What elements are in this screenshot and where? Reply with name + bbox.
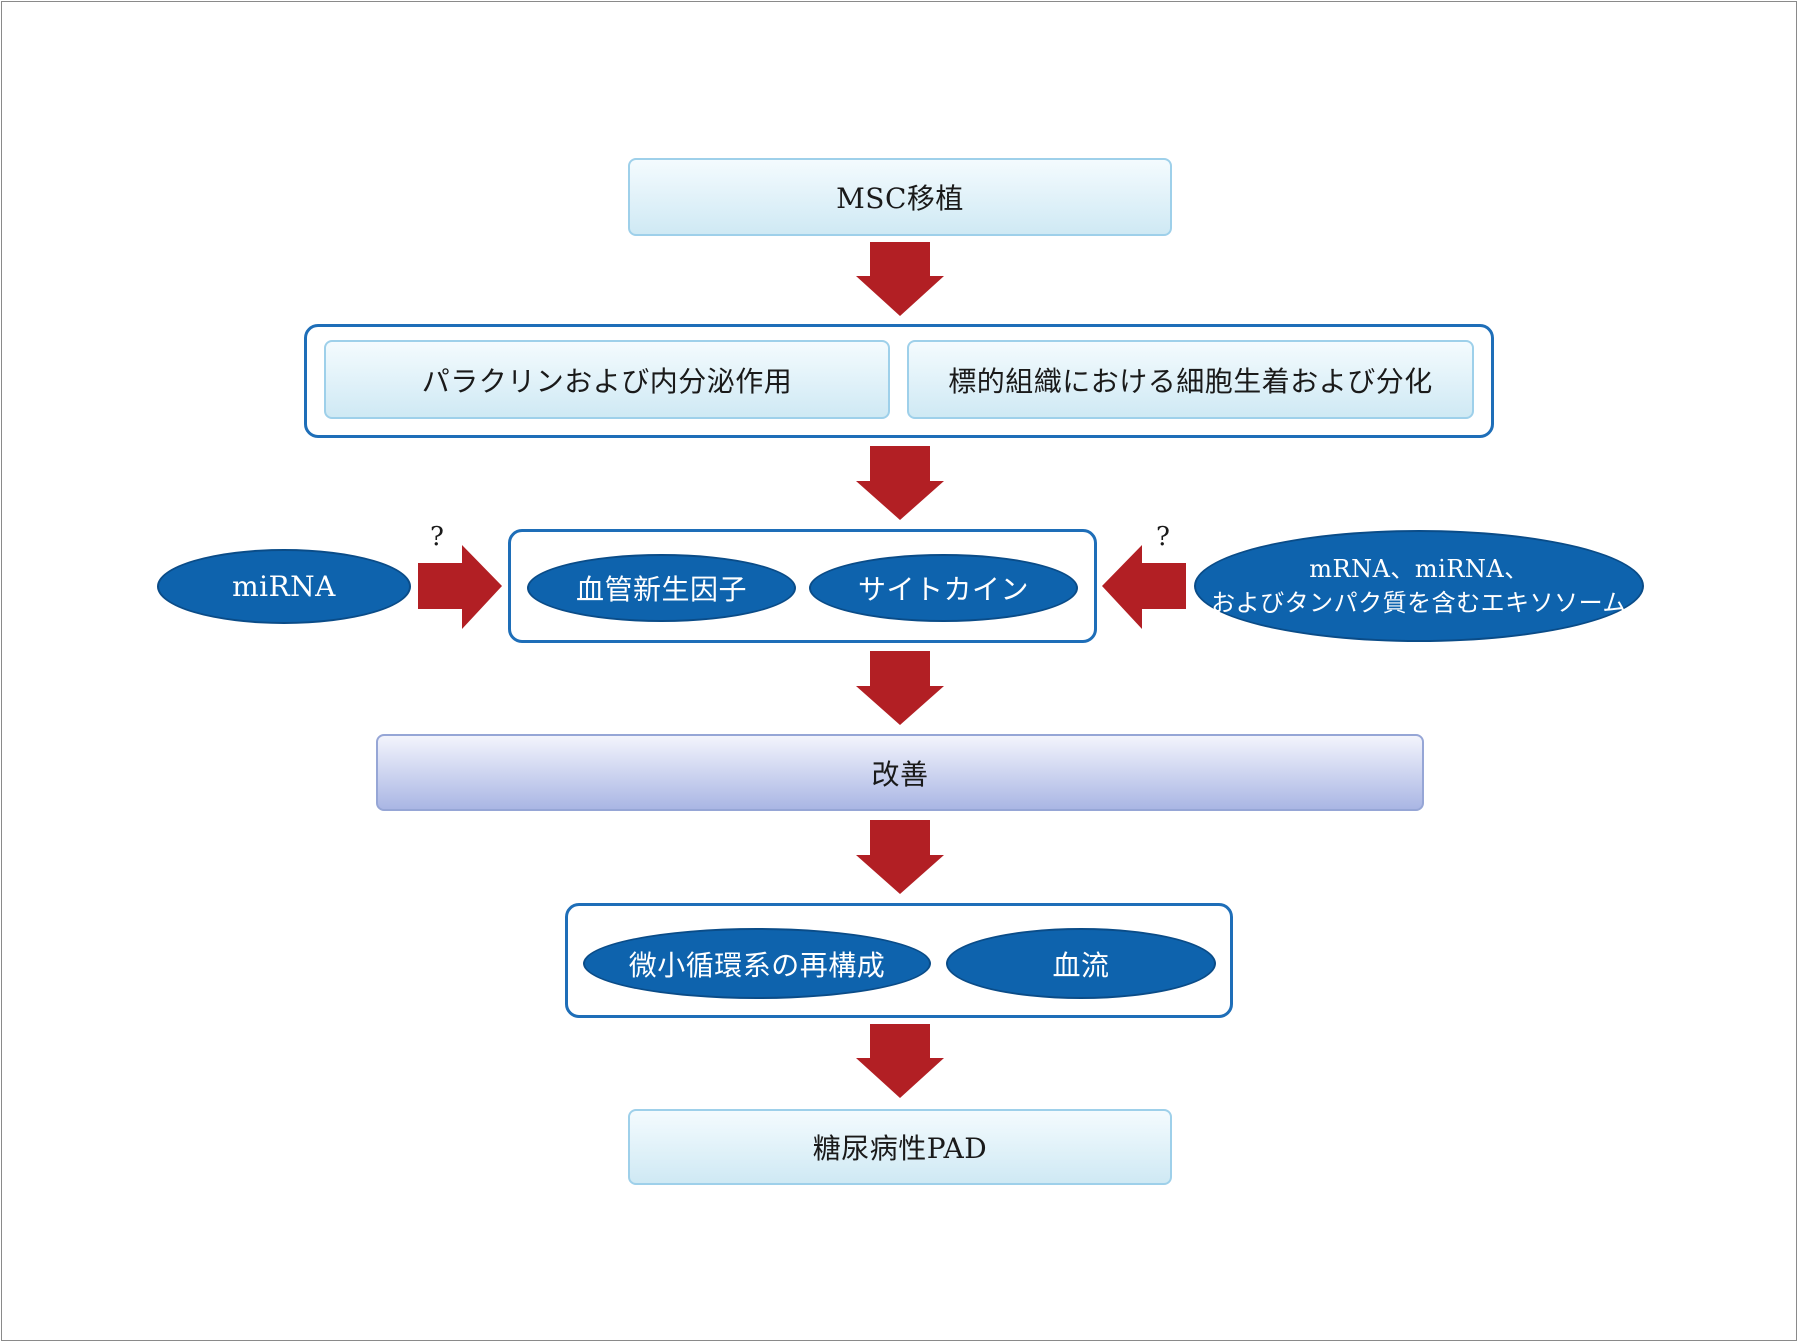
- blood-flow-label: 血流: [1052, 948, 1110, 982]
- down-arrow-1: [856, 242, 944, 316]
- down-arrow-2: [856, 446, 944, 520]
- cytokine-label: サイトカイン: [857, 573, 1029, 606]
- engraftment-label: 標的組織における細胞生着および分化: [948, 364, 1433, 398]
- exosome-label-line2: およびタンパク質を含むエキソソーム: [1211, 589, 1627, 617]
- mirna-label: miRNA: [232, 570, 336, 603]
- down-arrow-4: [856, 820, 944, 894]
- angiogenic-factor-ellipse: 血管新生因子: [527, 554, 796, 622]
- improvement-label: 改善: [871, 757, 929, 791]
- cytokine-ellipse: サイトカイン: [809, 554, 1078, 622]
- mirna-ellipse: miRNA: [157, 549, 411, 624]
- right-arrow-mirna: [418, 545, 502, 629]
- exosome-question-mark: ?: [1156, 522, 1170, 552]
- down-arrow-3: [856, 651, 944, 725]
- exosome-label-line1: mRNA、miRNA、: [1309, 555, 1529, 583]
- diabetic-pad-box: 糖尿病性PAD: [628, 1109, 1172, 1185]
- left-arrow-exosome: [1102, 545, 1186, 629]
- msc-transplant-label: MSC移植: [836, 182, 964, 215]
- angiogenic-factor-label: 血管新生因子: [575, 573, 747, 606]
- microcirculation-ellipse: 微小循環系の再構成: [583, 928, 931, 999]
- msc-transplant-box: MSC移植: [628, 158, 1172, 236]
- microcirculation-label: 微小循環系の再構成: [628, 948, 886, 982]
- paracrine-box: パラクリンおよび内分泌作用: [324, 340, 890, 419]
- mirna-question-mark: ?: [430, 522, 444, 552]
- engraftment-box: 標的組織における細胞生着および分化: [907, 340, 1474, 419]
- down-arrow-5: [856, 1024, 944, 1098]
- exosome-ellipse: mRNA、miRNA、 およびタンパク質を含むエキソソーム: [1194, 530, 1644, 642]
- blood-flow-ellipse: 血流: [946, 928, 1216, 999]
- improvement-box: 改善: [376, 734, 1424, 811]
- diabetic-pad-label: 糖尿病性PAD: [812, 1132, 988, 1165]
- paracrine-label: パラクリンおよび内分泌作用: [421, 364, 793, 398]
